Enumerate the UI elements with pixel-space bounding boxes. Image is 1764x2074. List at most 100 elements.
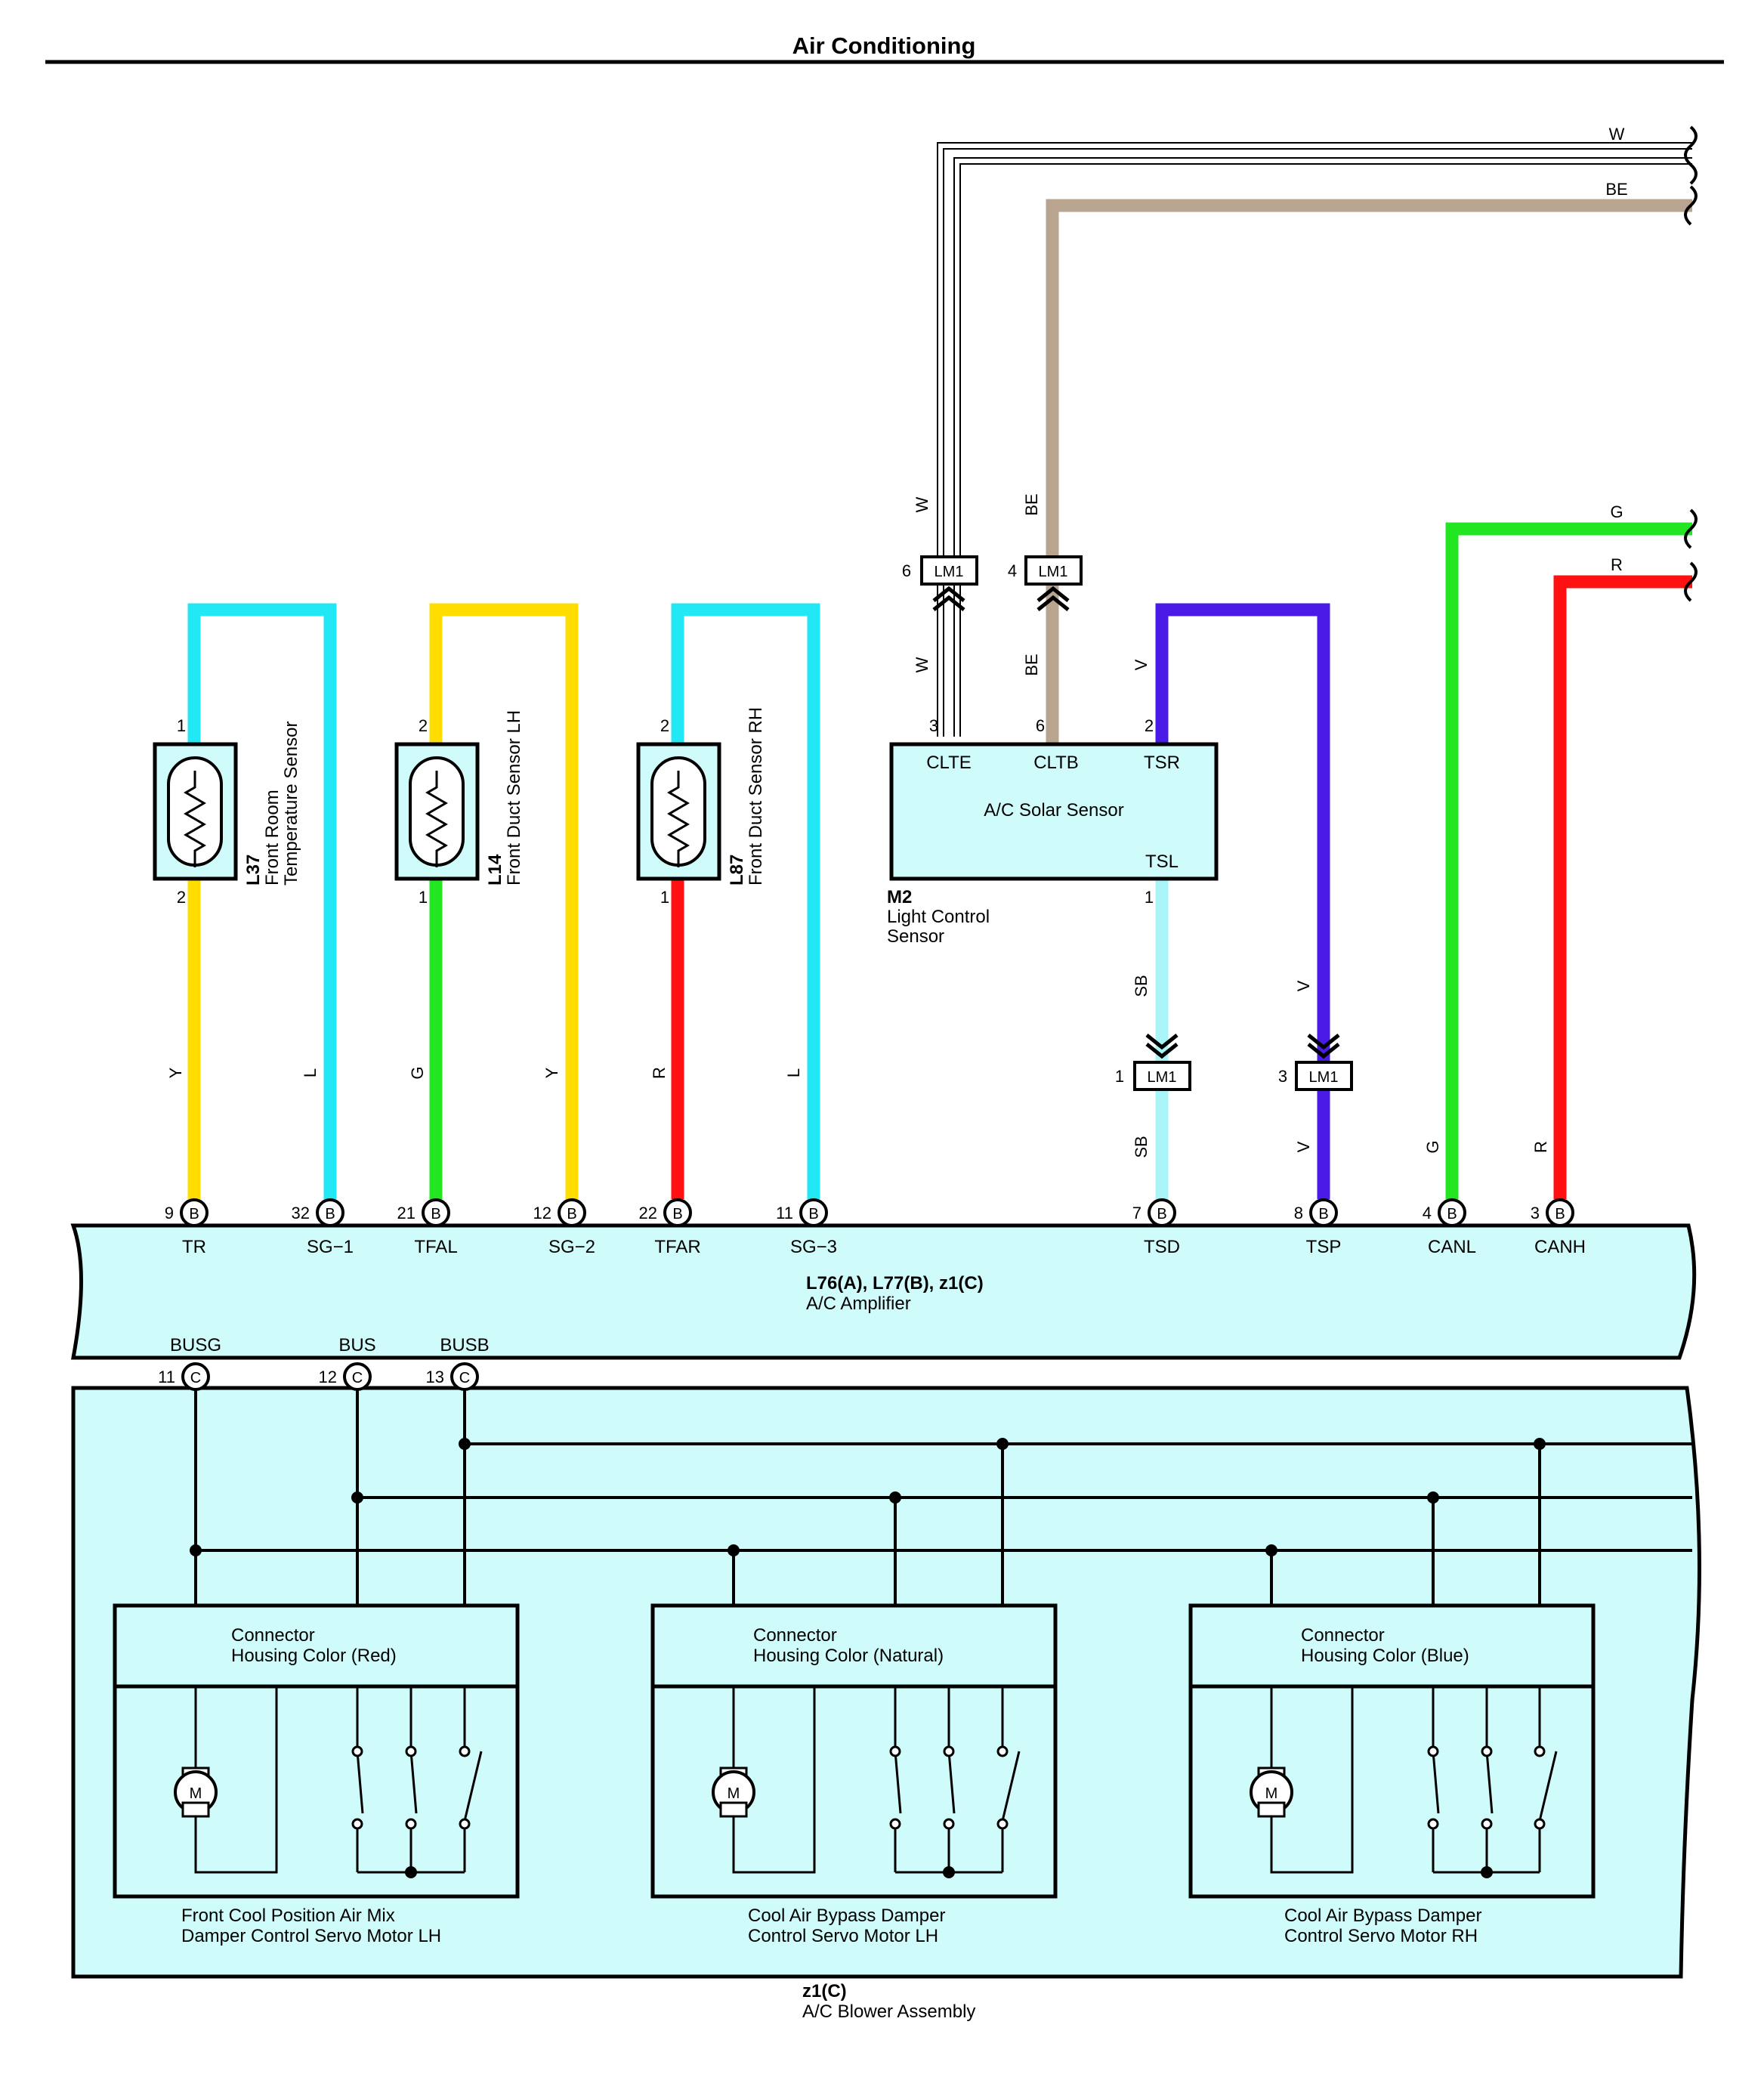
pin-amp-9: 9	[165, 1204, 174, 1222]
terminal-b-tsd: B	[1148, 1198, 1176, 1227]
terminal-c-busb: C	[450, 1362, 479, 1391]
amp-terminal-sg1: SG−1	[307, 1237, 354, 1257]
sensor-l14-code: L14	[485, 854, 505, 886]
motor-1-name1: Front Cool Position Air Mix	[181, 1906, 395, 1926]
pin-lm1-6: 6	[902, 561, 911, 580]
servo-module-2: M	[650, 1603, 1058, 1899]
solar-sensor-name2: Sensor	[887, 926, 944, 947]
lm1-mark-1: LM1	[1148, 1069, 1177, 1086]
page-title: Air Conditioning	[792, 32, 976, 59]
wire-code-be-lower: BE	[1022, 654, 1041, 675]
motor-mark-2: M	[728, 1785, 740, 1802]
wire-code-v-upper: V	[1294, 980, 1313, 991]
connector-2-housing: Housing Color (Natural)	[753, 1646, 944, 1666]
amp-terminal-tsp: TSP	[1306, 1237, 1342, 1257]
lm1-connector-4: LM1	[1024, 555, 1083, 611]
pin-solar-1: 1	[1145, 888, 1154, 907]
terminal-b-tfal-mark: B	[431, 1206, 440, 1222]
motor-2-name1: Cool Air Bypass Damper	[748, 1906, 945, 1926]
sensor-l14	[394, 742, 480, 881]
wire-code-sb-lower: SB	[1132, 1136, 1151, 1158]
terminal-b-sg2: B	[558, 1198, 586, 1227]
pin-lm1-1: 1	[1115, 1067, 1124, 1086]
solar-sensor-box	[889, 742, 1219, 881]
terminal-c-busg: C	[181, 1362, 210, 1391]
terminal-b-canh: B	[1546, 1198, 1574, 1227]
wire-break-marks	[1684, 125, 1698, 602]
bus-label-busg: BUSG	[170, 1335, 221, 1355]
connector-1-prefix: Connector	[231, 1625, 315, 1646]
pin-solar-2: 2	[1145, 716, 1154, 735]
motor-3-name2: Control Servo Motor RH	[1284, 1926, 1478, 1946]
sensor-l37	[153, 742, 238, 881]
lm1-mark-6: LM1	[935, 564, 964, 580]
terminal-b-tr-mark: B	[189, 1206, 199, 1222]
sensor-l37-code: L37	[243, 855, 264, 886]
terminal-b-sg3-mark: B	[808, 1206, 818, 1222]
terminal-b-sg2-mark: B	[567, 1206, 576, 1222]
pin-bus-12: 12	[319, 1368, 337, 1386]
wire-code-y-tr: Y	[166, 1067, 185, 1078]
pin-amp-4: 4	[1423, 1204, 1432, 1222]
pin-l37-1: 1	[177, 716, 186, 735]
sensor-l37-name2: Temperature Sensor	[281, 722, 301, 886]
wire-code-v-tsr: V	[1132, 659, 1151, 670]
motor-mark-3: M	[1265, 1785, 1278, 1802]
lm1-mark-3: LM1	[1309, 1069, 1339, 1086]
bus-label-busb: BUSB	[440, 1335, 489, 1355]
wire-code-w-lower: W	[913, 657, 931, 672]
pin-amp-22: 22	[639, 1204, 657, 1222]
terminal-c-busg-mark: C	[190, 1370, 201, 1386]
terminal-clte: CLTE	[926, 753, 972, 773]
wire-code-r-tfar: R	[650, 1067, 669, 1079]
sensor-l87-name: Front Duct Sensor RH	[746, 707, 766, 886]
terminal-b-canl-mark: B	[1447, 1206, 1457, 1222]
wire-code-l-sg1: L	[301, 1068, 320, 1077]
pin-amp-3: 3	[1531, 1204, 1540, 1222]
terminal-b-tsp: B	[1309, 1198, 1338, 1227]
terminal-b-tfar: B	[663, 1198, 692, 1227]
wire-y-l14	[429, 603, 579, 1199]
terminal-b-tfal: B	[422, 1198, 450, 1227]
sensor-l14-label: L14 Front Duct Sensor LH	[485, 710, 524, 886]
lm1-connector-6: LM1	[920, 555, 978, 611]
solar-sensor-name1: Light Control	[887, 907, 990, 927]
wire-code-l-sg3: L	[784, 1068, 803, 1077]
amplifier-name: A/C Amplifier	[806, 1294, 911, 1314]
bus-junctions	[190, 1438, 1546, 1556]
sensor-l87-label: L87 Front Duct Sensor RH	[727, 707, 766, 886]
amp-terminal-sg2: SG−2	[548, 1237, 595, 1257]
pin-lm1-3: 3	[1278, 1067, 1287, 1086]
connector-2-prefix: Connector	[753, 1625, 837, 1646]
wire-code-r-top: R	[1611, 555, 1623, 574]
wire-w-inner	[953, 157, 1692, 737]
wire-code-v-lower: V	[1294, 1141, 1313, 1152]
terminal-b-canl: B	[1438, 1198, 1466, 1227]
wire-w-top	[937, 142, 1692, 737]
amp-terminal-sg3: SG−3	[790, 1237, 837, 1257]
lm1-mark-4: LM1	[1039, 564, 1068, 580]
terminal-b-sg1-mark: B	[325, 1206, 335, 1222]
servo-module-3: M	[1188, 1603, 1596, 1899]
wire-r-canh	[1553, 575, 1692, 1199]
pin-bus-11: 11	[158, 1368, 175, 1386]
bus-lines	[194, 1386, 1692, 1606]
wire-code-be-top: BE	[1605, 180, 1627, 199]
motor-1-name2: Damper Control Servo Motor LH	[181, 1926, 441, 1946]
terminal-b-canh-mark: B	[1555, 1206, 1565, 1222]
pin-amp-11: 11	[776, 1204, 793, 1222]
terminal-b-sg1: B	[316, 1198, 344, 1227]
solar-sensor-label: A/C Solar Sensor	[984, 800, 1123, 821]
wire-l-l37	[187, 603, 337, 1199]
amp-terminal-tfal: TFAL	[414, 1237, 457, 1257]
sensor-l37-name1: Front Room	[262, 790, 283, 886]
terminal-b-tsd-mark: B	[1157, 1206, 1166, 1222]
wire-code-be-upper: BE	[1022, 493, 1041, 515]
terminal-b-tfar-mark: B	[672, 1206, 682, 1222]
amplifier-code: L76(A), L77(B), z1(C)	[806, 1273, 984, 1294]
terminal-b-sg3: B	[799, 1198, 828, 1227]
terminal-c-busb-mark: C	[459, 1370, 470, 1386]
solar-sensor-code: M2	[887, 887, 912, 907]
pin-amp-21: 21	[397, 1204, 416, 1222]
